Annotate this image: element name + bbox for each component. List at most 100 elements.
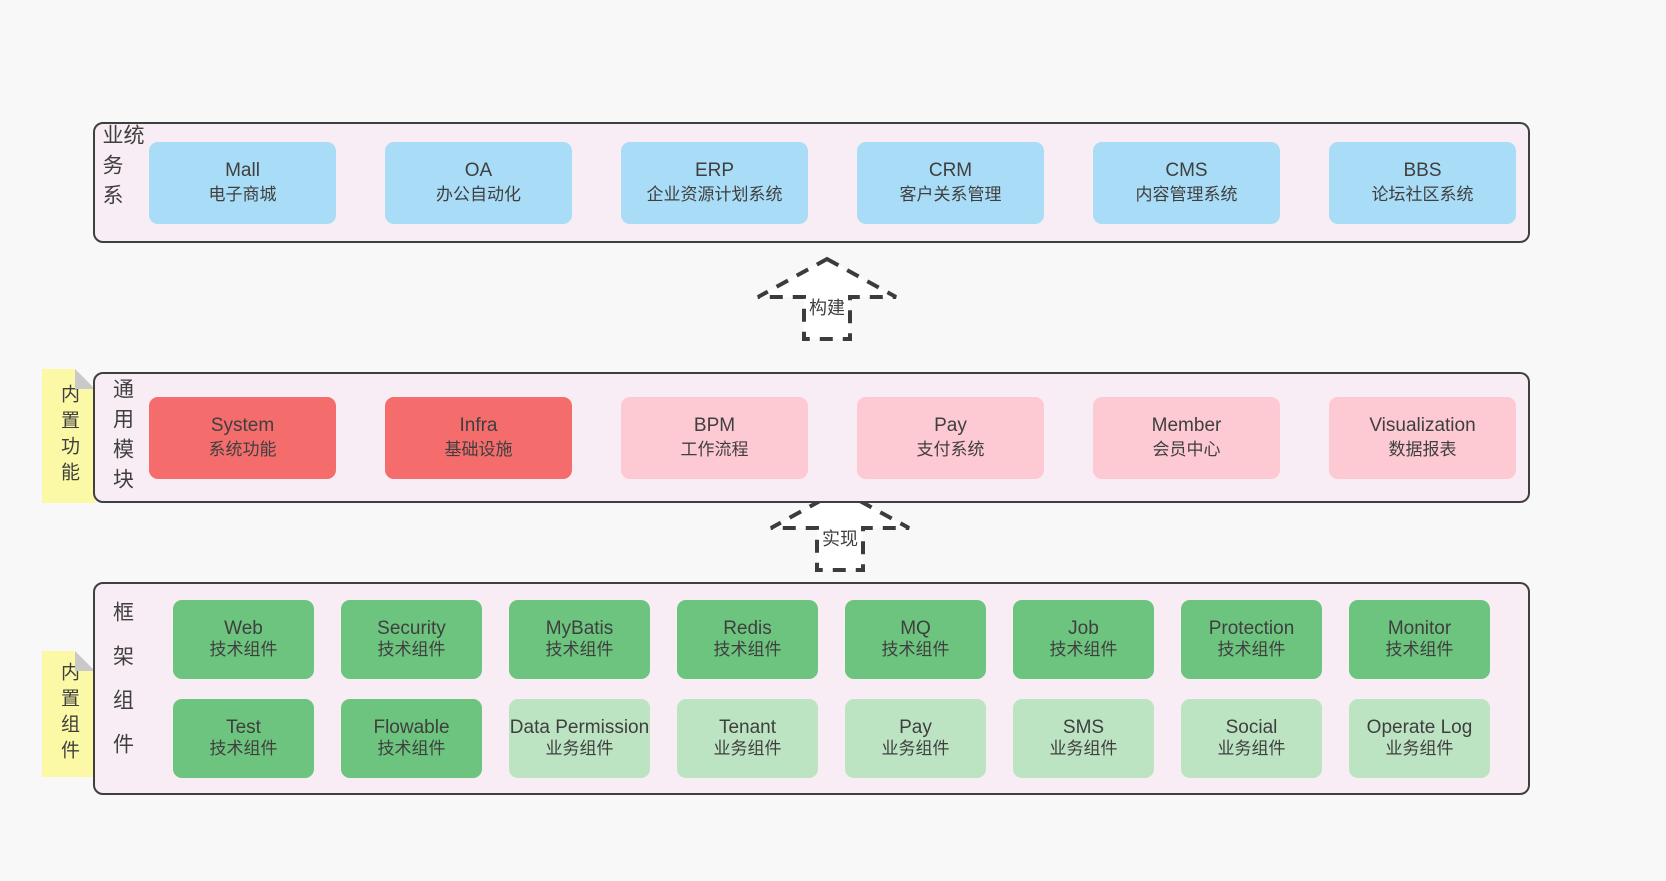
box-name: MQ (900, 618, 931, 640)
layer-side-label-text: 业务系统 (100, 124, 144, 214)
box-crm: CRM 客户关系管理 (857, 141, 1044, 224)
box-desc: 企业资源计划系统 (646, 184, 783, 204)
box-name: Data Permission (509, 717, 650, 739)
box-name: Visualization (1369, 415, 1476, 437)
box-name: Security (377, 618, 446, 640)
box-name: Infra (459, 415, 498, 437)
arrow-label: 构建 (807, 293, 847, 321)
box-test: Test 技术组件 (173, 698, 314, 778)
box-name: Member (1151, 415, 1222, 437)
box-name: Tenant (718, 717, 777, 739)
box-name: CMS (1165, 160, 1208, 182)
box-desc: 电子商城 (208, 184, 277, 204)
box-desc: 论坛社区系统 (1371, 184, 1474, 204)
box-name: Social (1225, 717, 1278, 739)
box-name: Flowable (373, 717, 450, 739)
box-desc: 会员中心 (1152, 439, 1221, 459)
box-desc: 技术组件 (1217, 640, 1286, 660)
box-desc: 技术组件 (713, 640, 782, 660)
box-desc: 技术组件 (545, 640, 614, 660)
box-name: BPM (693, 415, 736, 437)
layer-side-label-text: 通用模块 (110, 377, 134, 498)
box-oa: OA 办公自动化 (385, 141, 572, 224)
box-name: Job (1068, 618, 1099, 640)
box-name: Pay (934, 415, 967, 437)
layer-framework-components: 框架组件 Web 技术组件 Security 技术组件 MyBatis 技术组件… (93, 582, 1530, 795)
box-redis: Redis 技术组件 (677, 599, 818, 679)
box-desc: 业务组件 (545, 739, 614, 759)
box-flowable: Flowable 技术组件 (341, 698, 482, 778)
layer-side-label: 业务系统 (95, 124, 149, 241)
box-security: Security 技术组件 (341, 599, 482, 679)
layer-common-modules: 通用模块 System 系统功能 Infra 基础设施 BPM 工作流程 Pay (93, 372, 1530, 503)
box-desc: 技术组件 (209, 640, 278, 660)
layer-boxes: Web 技术组件 Security 技术组件 MyBatis 技术组件 Redi… (149, 584, 1528, 793)
box-infra: Infra 基础设施 (385, 396, 572, 479)
box-desc: 业务组件 (1217, 739, 1286, 759)
box-name: Operate Log (1366, 717, 1473, 739)
layer-side-label: 框架组件 (95, 584, 149, 793)
box-bbs: BBS 论坛社区系统 (1329, 141, 1516, 224)
box-mybatis: MyBatis 技术组件 (509, 599, 650, 679)
box-name: Test (226, 717, 261, 739)
sticky-note-label: 内置功能 (58, 384, 79, 488)
box-name: Monitor (1387, 618, 1452, 640)
box-desc: 业务组件 (1049, 739, 1118, 759)
box-row: System 系统功能 Infra 基础设施 BPM 工作流程 Pay 支付系统… (149, 396, 1516, 479)
box-name: Web (224, 618, 263, 640)
box-desc: 技术组件 (377, 739, 446, 759)
box-mall: Mall 电子商城 (149, 141, 336, 224)
box-name: Mall (225, 160, 260, 182)
box-visualization: Visualization 数据报表 (1329, 396, 1516, 479)
box-cms: CMS 内容管理系统 (1093, 141, 1280, 224)
box-name: Pay (899, 717, 932, 739)
box-desc: 技术组件 (1385, 640, 1454, 660)
arrow-build: 构建 (754, 256, 900, 342)
box-tenant: Tenant 业务组件 (677, 698, 818, 778)
box-name: BBS (1403, 160, 1442, 182)
box-desc: 工作流程 (680, 439, 749, 459)
box-desc: 业务组件 (713, 739, 782, 759)
box-pay-system: Pay 支付系统 (857, 396, 1044, 479)
layer-boxes: Mall 电子商城 OA 办公自动化 ERP 企业资源计划系统 CRM 客户关系… (149, 124, 1530, 241)
layer-business-systems: 业务系统 Mall 电子商城 OA 办公自动化 ERP 企业资源计划系统 CRM (93, 122, 1530, 243)
box-monitor: Monitor 技术组件 (1349, 599, 1490, 679)
box-desc: 系统功能 (208, 439, 277, 459)
box-desc: 内容管理系统 (1135, 184, 1238, 204)
box-desc: 技术组件 (881, 640, 950, 660)
arrow-implement: 实现 (767, 487, 913, 573)
box-desc: 办公自动化 (436, 184, 521, 204)
box-pay-component: Pay 业务组件 (845, 698, 986, 778)
box-desc: 技术组件 (377, 640, 446, 660)
box-system: System 系统功能 (149, 396, 336, 479)
sticky-note-builtin-features: 内置功能 (42, 369, 95, 503)
box-member: Member 会员中心 (1093, 396, 1280, 479)
layer-side-label-text: 框架组件 (110, 600, 134, 777)
box-protection: Protection 技术组件 (1181, 599, 1322, 679)
box-desc: 支付系统 (916, 439, 985, 459)
box-row: Web 技术组件 Security 技术组件 MyBatis 技术组件 Redi… (149, 599, 1514, 679)
box-name: OA (464, 160, 493, 182)
box-name: MyBatis (545, 618, 614, 640)
layer-side-label: 通用模块 (95, 374, 149, 501)
box-job: Job 技术组件 (1013, 599, 1154, 679)
box-data-permission: Data Permission 业务组件 (509, 698, 650, 778)
box-desc: 基础设施 (444, 439, 513, 459)
box-row: Test 技术组件 Flowable 技术组件 Data Permission … (149, 698, 1514, 778)
box-social: Social 业务组件 (1181, 698, 1322, 778)
box-operate-log: Operate Log 业务组件 (1349, 698, 1490, 778)
sticky-note-builtin-components: 内置组件 (42, 651, 95, 777)
box-desc: 业务组件 (1385, 739, 1454, 759)
box-name: ERP (694, 160, 735, 182)
box-mq: MQ 技术组件 (845, 599, 986, 679)
box-web: Web 技术组件 (173, 599, 314, 679)
box-name: System (210, 415, 275, 437)
box-name: SMS (1062, 717, 1105, 739)
box-name: Protection (1208, 618, 1295, 640)
box-desc: 业务组件 (881, 739, 950, 759)
box-desc: 客户关系管理 (899, 184, 1002, 204)
box-name: CRM (928, 160, 973, 182)
sticky-note-label: 内置组件 (58, 662, 79, 766)
box-bpm: BPM 工作流程 (621, 396, 808, 479)
box-desc: 技术组件 (1049, 640, 1118, 660)
